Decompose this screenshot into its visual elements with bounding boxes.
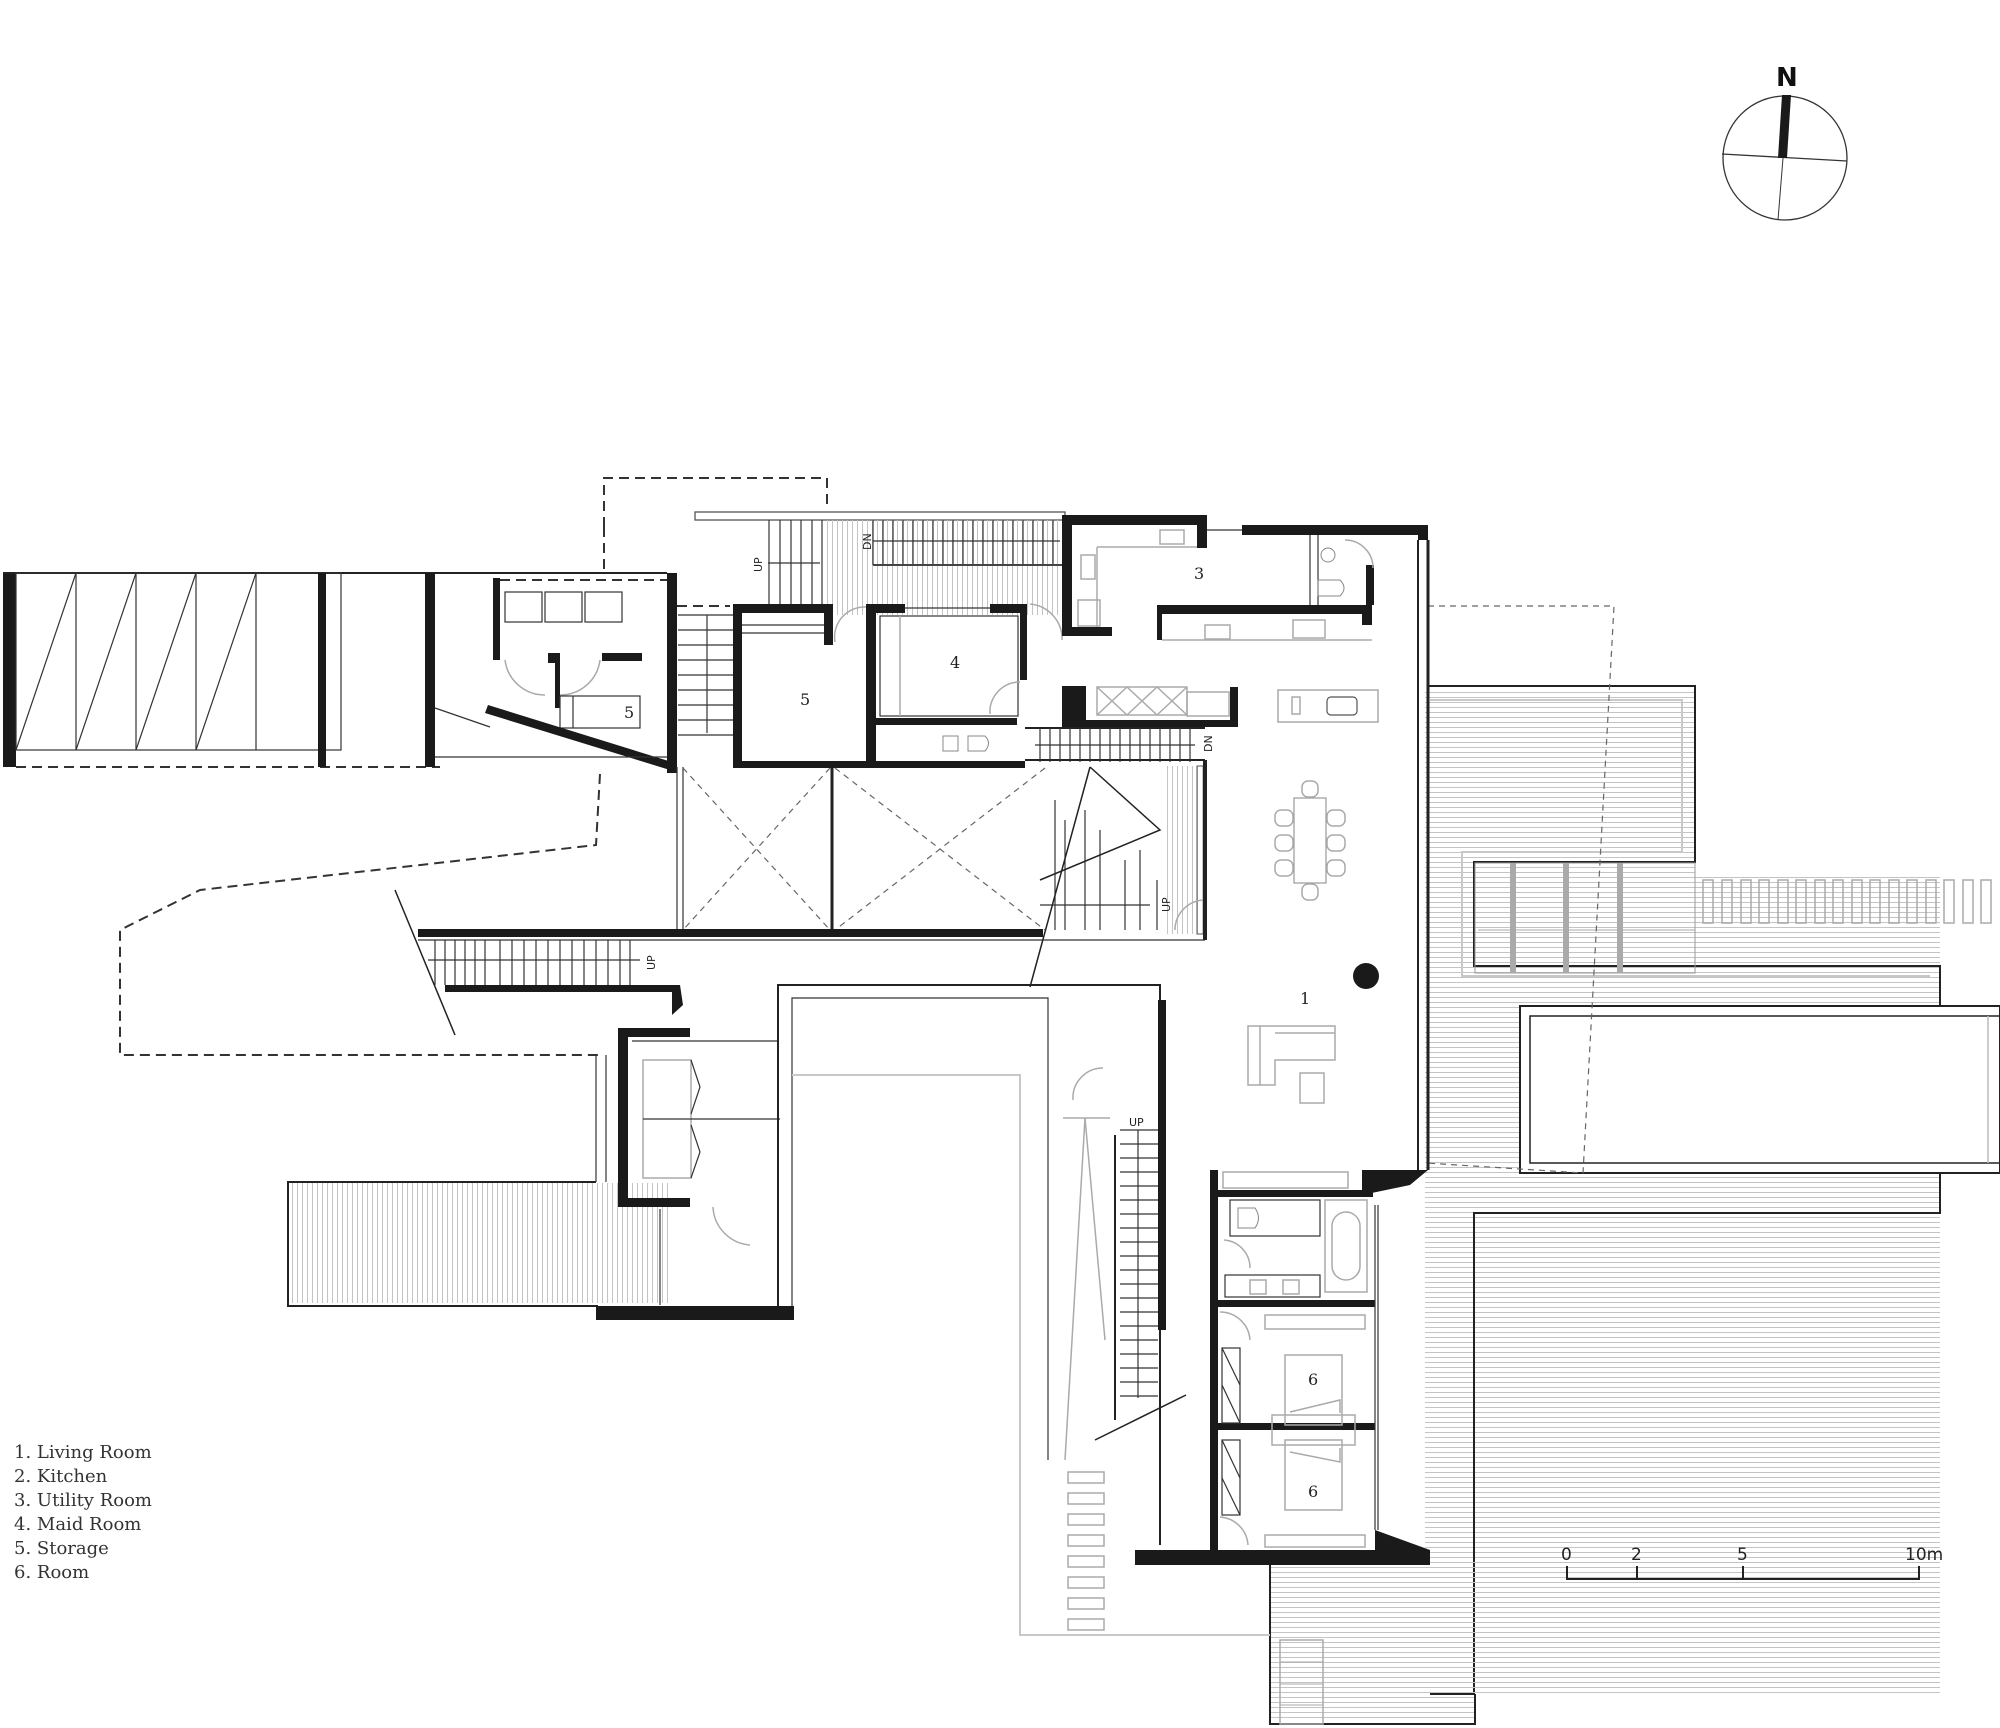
svg-text:10m: 10m (1905, 1545, 1943, 1565)
east-steps (1702, 879, 1992, 924)
north-arrow-icon: N (1721, 63, 1848, 221)
svg-text:N: N (1776, 63, 1798, 93)
svg-text:UP: UP (645, 955, 658, 970)
legend-item-utility-room: 3. Utility Room (14, 1490, 152, 1511)
kitchen (1062, 686, 1379, 727)
mid-stairs-dn: DN (1025, 727, 1215, 762)
room-tag-living: 1 (1300, 989, 1310, 1008)
southwest-room (287, 1028, 794, 1320)
legend-item-living-room: 1. Living Room (14, 1442, 152, 1463)
svg-text:DN: DN (861, 533, 874, 550)
storage-room-west: 5 (425, 572, 677, 773)
legend-item-maid-room: 4. Maid Room (14, 1514, 142, 1535)
column (1353, 963, 1379, 989)
svg-text:UP: UP (1160, 897, 1173, 912)
room-tag-maid: 4 (950, 653, 960, 672)
south-stairs-up: UP (1094, 1000, 1187, 1441)
utility-room: 3 (1062, 515, 1428, 641)
maid-room: 4 (866, 603, 1063, 768)
svg-text:5: 5 (1737, 1545, 1748, 1565)
scale-bar: 0 2 5 10m (1561, 1545, 1943, 1580)
room-tag-storage-center: 5 (800, 690, 810, 709)
room-legend: 1. Living Room 2. Kitchen 3. Utility Roo… (14, 1441, 152, 1585)
svg-text:UP: UP (1129, 1116, 1144, 1129)
garage (3, 572, 440, 768)
storage-room-center: 5 (733, 604, 874, 768)
north-stairs: UP DN (678, 511, 1066, 736)
svg-text:0: 0 (1561, 1545, 1572, 1565)
room-tag-room-south: 6 (1308, 1482, 1318, 1501)
double-height-void: UP (676, 765, 1206, 988)
room-tag-storage-west: 5 (624, 703, 634, 722)
south-courtyard (777, 984, 1270, 1636)
svg-text:UP: UP (752, 557, 765, 572)
west-stairs-up: UP (394, 889, 683, 1036)
legend-item-room: 6. Room (14, 1562, 90, 1583)
east-deck (1269, 685, 2000, 1725)
svg-text:DN: DN (1202, 735, 1215, 752)
south-steps (1067, 1471, 1105, 1631)
bedroom-wing: 6 6 (1135, 1170, 1430, 1565)
svg-text:2: 2 (1631, 1545, 1642, 1565)
sofa (1247, 1025, 1336, 1104)
dining-table (1274, 780, 1346, 901)
legend-item-storage: 5. Storage (14, 1538, 109, 1559)
room-tag-room-north: 6 (1308, 1370, 1318, 1389)
legend-item-kitchen: 2. Kitchen (14, 1466, 108, 1487)
room-tag-utility: 3 (1194, 564, 1204, 583)
living-room: 1 (1203, 540, 1430, 1170)
